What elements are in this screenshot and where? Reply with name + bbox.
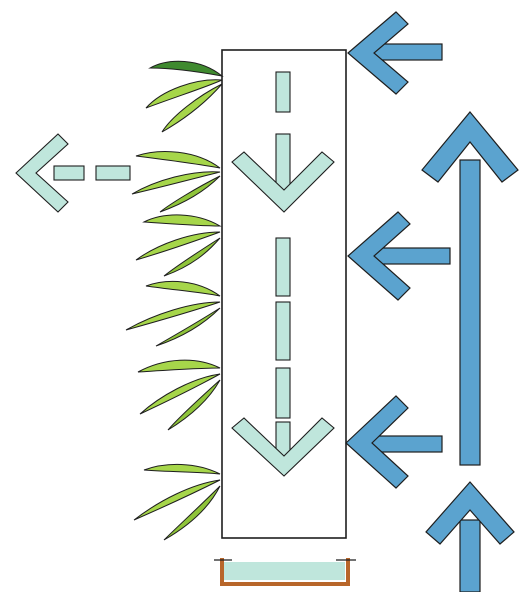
- dash-segment: [275, 237, 291, 297]
- outflow-arrow: [15, 133, 131, 213]
- dash-segment: [275, 301, 291, 361]
- leaf-cluster-icon: [125, 280, 221, 347]
- dash-segment: [275, 367, 291, 419]
- arrow-up-icon: [425, 481, 515, 592]
- arrow-down-icon: [231, 417, 335, 477]
- leaf-cluster-icon: [133, 463, 221, 541]
- leaf-cluster-icon: [145, 60, 223, 133]
- arrow-left-icon: [347, 211, 451, 301]
- arrow-left-icon: [15, 133, 69, 213]
- water-trough: [214, 558, 356, 586]
- leaf-cluster-icon: [135, 214, 222, 277]
- arrow-down-icon: [231, 151, 335, 213]
- green-wall-panel: [221, 49, 347, 539]
- arrow-left-icon: [345, 395, 443, 489]
- arrow-up-icon: [421, 111, 519, 466]
- leaf-cluster-icon: [131, 151, 221, 213]
- dash-segment: [275, 133, 291, 191]
- arrow-left-icon: [347, 11, 443, 95]
- leaf-cluster-icon: [137, 359, 221, 431]
- dash-segment: [275, 71, 291, 113]
- internal-airflow: [231, 71, 335, 477]
